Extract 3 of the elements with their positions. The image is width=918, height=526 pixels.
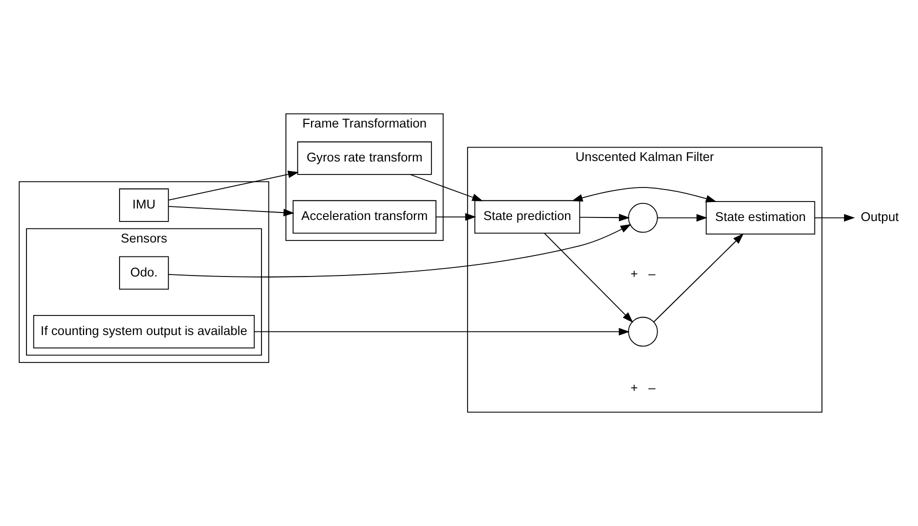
node-label: + – [630, 380, 656, 395]
node-text: Output [860, 210, 899, 224]
node-label: + – [630, 267, 656, 282]
